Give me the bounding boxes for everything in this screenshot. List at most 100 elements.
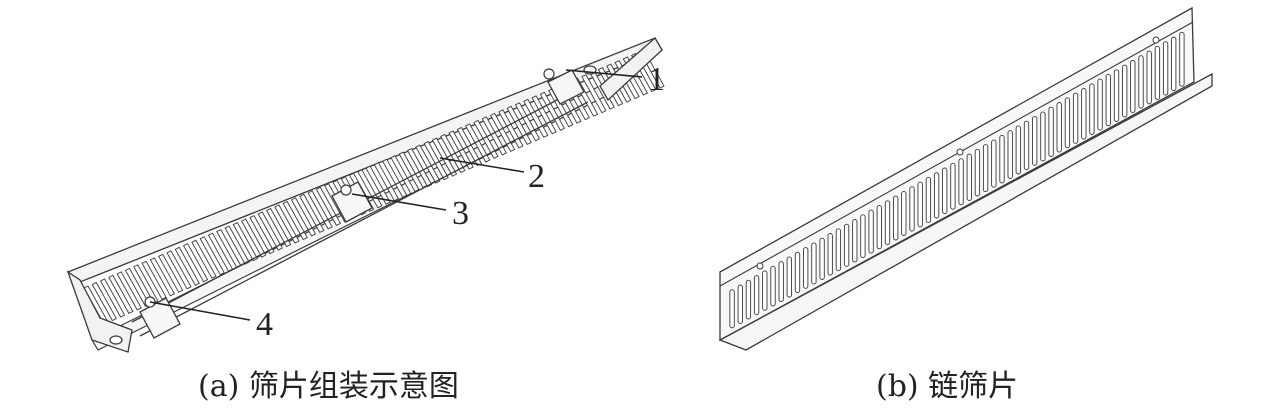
chain-screen-slot (884, 200, 891, 245)
chain-screen-slot (1032, 116, 1038, 166)
screen-finger (531, 95, 557, 135)
chain-screen-slot (999, 134, 1005, 184)
chain-screen-slot (1154, 45, 1161, 100)
screen-finger (174, 246, 200, 286)
chain-screen-slot (991, 139, 997, 188)
screen-finger (299, 193, 325, 233)
chain-screen-slot (1113, 69, 1120, 122)
panel-b-chain-screen: (b) 链筛片 (718, 6, 1213, 404)
chain-screen-slot (729, 289, 735, 329)
screen-finger (523, 98, 549, 138)
screen-finger (514, 102, 541, 142)
screen-finger (116, 271, 142, 311)
chain-screen-slot (1007, 130, 1013, 179)
screen-finger (265, 207, 292, 248)
screen-finger (290, 197, 317, 237)
callout-2: 2 (528, 158, 545, 195)
screen-finger (191, 239, 217, 279)
left-end-plate (66, 270, 133, 353)
chain-screen-slot (982, 144, 989, 193)
callout-4: 4 (256, 306, 273, 343)
chain-screen-slot (1105, 73, 1111, 127)
chain-screen-hole-right (1152, 36, 1160, 44)
chain-screen-slot (745, 279, 752, 320)
chain-screen-slot (819, 237, 825, 280)
callout-1: 1 (648, 61, 665, 98)
chain-screen-slot (770, 265, 776, 307)
chain-screen-slot (1023, 120, 1030, 171)
chain-screen-hole-left (756, 262, 764, 270)
panel-b-caption: (b) 链筛片 (876, 369, 1018, 404)
clamp-left (139, 296, 181, 339)
chain-screen-slot (1056, 102, 1062, 153)
chain-screen-slot (762, 270, 768, 311)
chain-screen-top-strip (719, 21, 1194, 287)
chain-screen-slot (1122, 64, 1128, 118)
screen-finger (182, 243, 209, 283)
chain-screen-slot (1162, 41, 1169, 96)
screen-finger (539, 91, 566, 131)
chain-screen-slot (1130, 59, 1136, 113)
chain-screen-slot (909, 186, 915, 232)
chain-screen-slot (1064, 97, 1071, 149)
screen-finger (581, 74, 607, 114)
screen-finger (489, 112, 516, 152)
chain-screen-slot (753, 275, 760, 316)
chain-screen-slot (1171, 36, 1177, 92)
right-end-plate (599, 36, 663, 102)
chain-screen-slot (827, 233, 833, 276)
screen-finger (149, 257, 176, 297)
chain-screen-slot (1072, 92, 1079, 144)
screen-finger (406, 148, 433, 188)
chain-screen-slot (1081, 88, 1087, 140)
chain-screen-slot (778, 261, 784, 302)
chain-screen-slot (860, 214, 866, 258)
screen-finger (481, 116, 507, 156)
chain-screen-slot (901, 190, 907, 236)
chain-screen-slot (811, 242, 817, 285)
chain-screen-slot (835, 228, 842, 272)
screen-finger (382, 158, 408, 198)
chain-screen-slot (876, 204, 882, 250)
panel-a-screen-assembly: 1 2 3 4 (a) 筛片组装示意图 (66, 36, 665, 404)
chain-screen-slot (1048, 106, 1054, 157)
chain-screen-slot (1138, 55, 1144, 109)
chain-screen-slot (737, 284, 743, 324)
panel-a-caption: (a) 筛片组装示意图 (198, 369, 459, 404)
screen-finger (249, 215, 275, 255)
screen-finger (282, 200, 308, 241)
screen-finger (91, 281, 117, 322)
chain-screen-slot (868, 209, 874, 254)
screen-finger (473, 119, 499, 159)
screen-finger (158, 253, 184, 293)
leader-line-1 (565, 69, 643, 78)
chain-screen-slot (958, 158, 964, 206)
chain-screen-slot (933, 172, 940, 219)
chain-screen-slot (843, 223, 850, 267)
chain-screen-slot (1146, 50, 1152, 105)
screen-finger (415, 144, 441, 184)
clamp-right (543, 68, 585, 105)
chain-screen-slot (893, 195, 899, 241)
chain-screen-foot (718, 72, 1213, 351)
chain-screen-slot (794, 251, 801, 294)
chain-screen-slot (1179, 31, 1185, 87)
chain-screen-hole-middle (956, 148, 964, 156)
leader-line-2 (439, 157, 525, 173)
screen-finger (199, 236, 225, 276)
screen-finger (423, 141, 449, 181)
chain-screen-slot (942, 167, 948, 215)
chain-screen-slot (950, 162, 956, 210)
chain-screen-slot (925, 176, 932, 223)
chain-screen-slot (1097, 78, 1103, 131)
screen-finger (133, 264, 159, 304)
chain-screen-slot (1015, 125, 1021, 175)
chain-screen-slots (729, 31, 1185, 329)
chain-screen-slot (852, 219, 858, 263)
screen-finger (166, 250, 192, 290)
chain-screen-slot (803, 247, 809, 289)
clamp-middle (331, 181, 373, 223)
screen-finger (257, 211, 283, 251)
screen-finger (307, 190, 333, 230)
